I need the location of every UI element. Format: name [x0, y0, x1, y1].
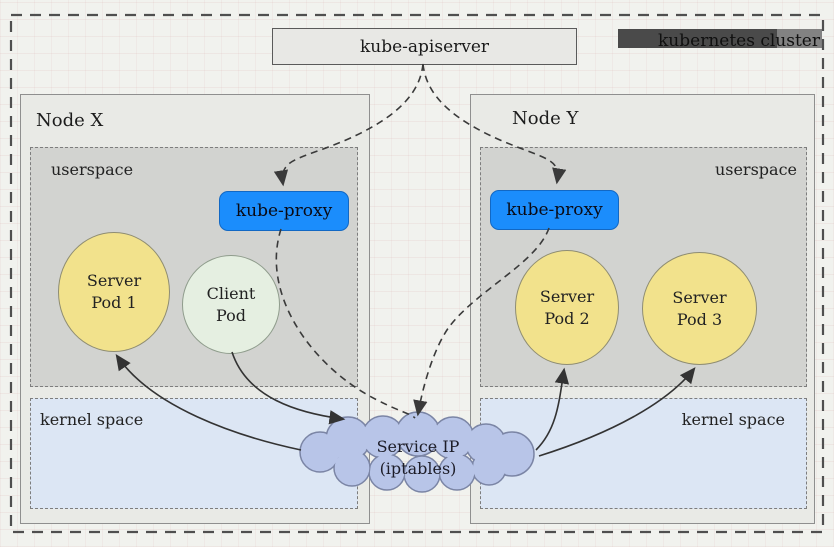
client-pod: Client Pod — [182, 255, 280, 354]
server-pod-2-line1: Server — [539, 286, 595, 306]
server-pod-1: Server Pod 1 — [58, 232, 170, 352]
node-y-title: Node Y — [512, 108, 579, 129]
node-y-kube-proxy-box: kube-proxy — [490, 190, 619, 230]
server-pod-3-line1: Server — [672, 287, 727, 307]
server-pod-1-line2: Pod 1 — [91, 293, 137, 312]
node-y-kube-proxy-label: kube-proxy — [506, 200, 603, 220]
client-pod-line2: Pod — [216, 305, 246, 325]
node-x-kube-proxy-label: kube-proxy — [235, 201, 333, 221]
node-x-title: Node X — [36, 110, 104, 131]
service-ip-line2: (iptables) — [379, 458, 457, 478]
server-pod-3-line2: Pod 3 — [676, 309, 723, 329]
server-pod-2: Server Pod 2 — [515, 250, 619, 365]
node-y-kernel-label: kernel space — [681, 410, 785, 429]
service-ip-line1: Service IP — [376, 437, 460, 456]
kube-apiserver-box: kube-apiserver — [272, 28, 577, 65]
server-pod-2-line2: Pod 2 — [544, 308, 590, 328]
service-ip-text: Service IP (iptables) — [318, 436, 518, 479]
node-x-userspace-label: userspace — [51, 160, 134, 179]
node-x-kernel-label: kernel space — [40, 410, 144, 429]
node-x-kube-proxy-box: kube-proxy — [219, 191, 349, 231]
server-pod-1-line1: Server — [86, 271, 142, 291]
node-y-userspace-label: userspace — [714, 160, 797, 179]
client-pod-line1: Client — [206, 283, 256, 303]
cluster-legend-label: kubernetes cluster — [658, 31, 820, 51]
kube-apiserver-label: kube-apiserver — [359, 36, 490, 57]
server-pod-3: Server Pod 3 — [642, 252, 757, 365]
